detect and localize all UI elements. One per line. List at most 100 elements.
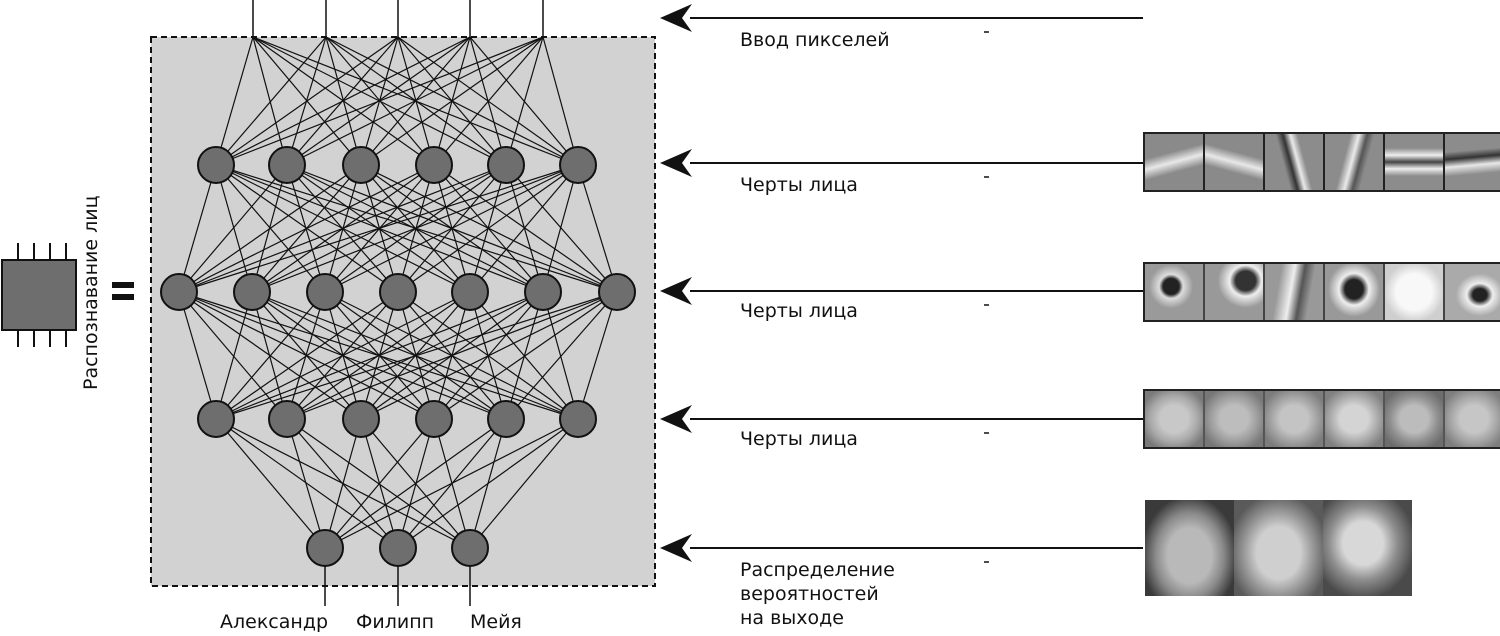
neuron-node (197, 146, 235, 184)
network-edge (286, 291, 618, 420)
network-edge (215, 36, 254, 166)
feature-tile (1205, 391, 1263, 447)
network-nodes (160, 146, 636, 567)
arrow-head (660, 149, 692, 177)
network-edge (215, 418, 326, 549)
network-edge (252, 36, 288, 166)
network-edge (324, 418, 507, 549)
network-edge (324, 418, 362, 549)
feature-tile (1325, 134, 1383, 190)
equals-sign (112, 282, 134, 302)
arrow-head (660, 277, 692, 305)
neuron-node (197, 400, 235, 438)
neuron-node (268, 146, 306, 184)
face-photo (1145, 500, 1234, 596)
output-label-meya: Мейя (470, 611, 522, 633)
network-edge (324, 164, 579, 293)
network-edge (286, 36, 544, 166)
feature-tile (1385, 264, 1443, 320)
neuron-node (451, 529, 489, 567)
network-edge (505, 291, 618, 420)
output-photos (1145, 500, 1413, 596)
network-edge (178, 164, 288, 293)
network-edge (178, 164, 507, 293)
feature-tile (1205, 134, 1263, 190)
feature-tile (1145, 264, 1203, 320)
chip-icon (1, 243, 77, 347)
network-edge (215, 36, 327, 166)
network-edge (178, 164, 362, 293)
feature-tile (1205, 264, 1263, 320)
feature-tile (1385, 134, 1443, 190)
feature-tile (1265, 264, 1323, 320)
network-edge (286, 418, 471, 549)
feature-tile (1265, 391, 1323, 447)
network-edge (360, 36, 544, 166)
network-edge (433, 36, 544, 166)
network-edge (215, 36, 399, 166)
neuron-node (415, 146, 453, 184)
network-edge (360, 291, 618, 420)
feature-tile (1265, 134, 1323, 190)
feature-tile (1385, 391, 1443, 447)
arrows (660, 4, 1143, 563)
face-photo (1323, 500, 1412, 596)
network-edges (178, 0, 618, 606)
feature-tile (1445, 264, 1500, 320)
feature-tile (1145, 391, 1203, 447)
neuron-node (160, 273, 198, 311)
network-edge (542, 36, 579, 166)
label-features-2: Черты лица (740, 300, 858, 322)
network-edge (251, 164, 579, 293)
arrow (660, 277, 1143, 306)
neuron-node (379, 529, 417, 567)
label-features-3: Черты лица (740, 428, 858, 450)
network-edge (324, 418, 435, 549)
feature-tile (1325, 264, 1383, 320)
feature-tile (1445, 391, 1500, 447)
arrow-head (660, 4, 692, 32)
network-edge (215, 291, 544, 420)
network-edge (469, 164, 579, 293)
neuron-node (487, 400, 525, 438)
face-features-strip (1143, 389, 1500, 449)
network-edge (215, 291, 471, 420)
feature-tile (1145, 134, 1203, 190)
network-edge (178, 164, 217, 293)
neuron-node (306, 273, 344, 311)
arrow (660, 4, 1143, 33)
feature-tile (1325, 391, 1383, 447)
neuron-node (524, 273, 562, 311)
network-edge (215, 291, 253, 420)
arrow (660, 149, 1143, 178)
neuron-node (451, 273, 489, 311)
network-edge (397, 418, 579, 549)
edge-features-strip (1143, 132, 1500, 192)
label-pixel-input: Ввод пикселей (740, 29, 890, 51)
neuron-node (233, 273, 271, 311)
output-label-alexander: Александр (220, 611, 329, 633)
network-edge (215, 291, 399, 420)
label-output-distribution: Распределение вероятностей на выходе (740, 559, 895, 629)
neuron-node (379, 273, 417, 311)
network-edge (469, 418, 579, 549)
neuron-node (306, 529, 344, 567)
arrow (660, 405, 1143, 434)
network-edge (505, 36, 544, 166)
network-edge (324, 418, 579, 549)
neuron-node (559, 146, 597, 184)
network-edge (215, 291, 326, 420)
network-edge (178, 164, 579, 293)
neuron-node (342, 146, 380, 184)
chip-label: Распознавание лиц (80, 195, 102, 390)
neuron-node (268, 400, 306, 438)
arrow-head (660, 534, 692, 562)
neuron-node (487, 146, 525, 184)
network-edge (577, 164, 618, 293)
neuron-node (342, 400, 380, 438)
network-edge (397, 164, 579, 293)
network-edge (215, 36, 544, 166)
neuron-node (415, 400, 453, 438)
feature-tile (1445, 134, 1500, 190)
